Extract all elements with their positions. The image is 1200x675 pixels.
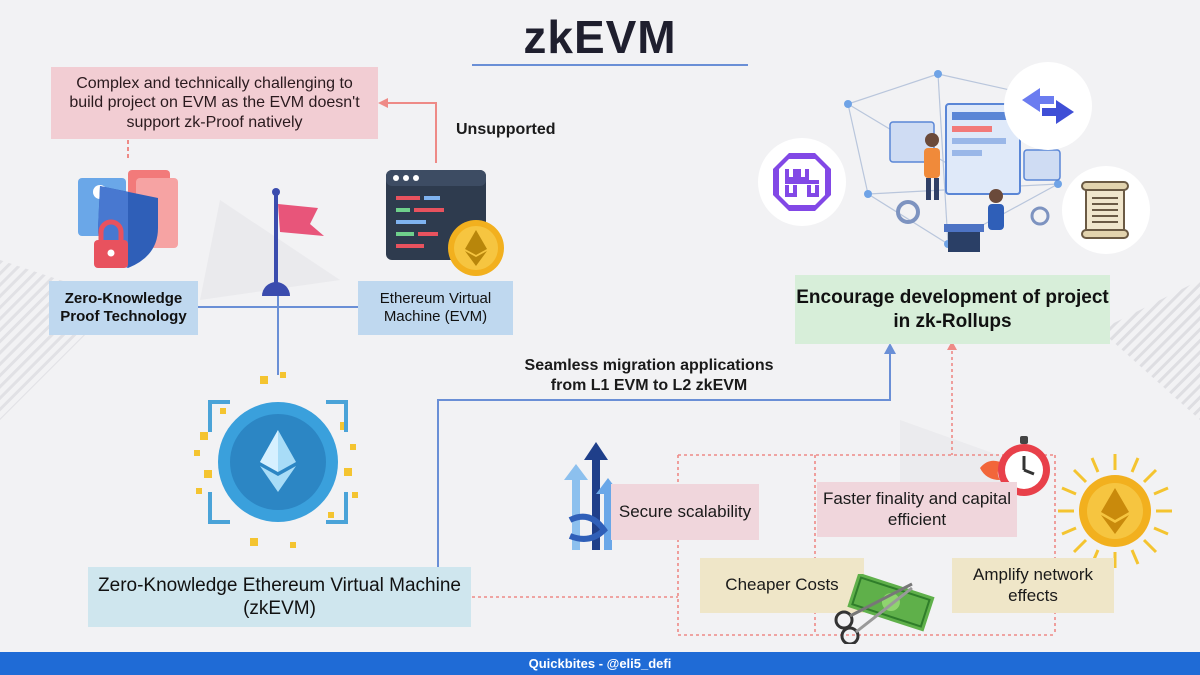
migration-label-line1: Seamless migration applications [524,357,774,374]
flag-icon [262,188,324,296]
cheaper-costs-box: Cheaper Costs [700,558,864,613]
zk-proof-technology-box: Zero-Knowledge Proof Technology [49,281,198,335]
footer-credit: Quickbites - @eli5_defi [0,652,1200,675]
money-scissors-icon [834,574,935,644]
faster-finality-box: Faster finality and capital efficient [817,482,1017,537]
unsupported-label: Unsupported [456,121,556,138]
shield-lock-icon [78,170,178,268]
title-underline [472,64,748,66]
evm-box: Ethereum Virtual Machine (EVM) [358,281,513,335]
evm-problem-box: Complex and technically challenging to b… [51,67,378,139]
protocol-logo-icon [773,153,831,211]
encourage-development-box: Encourage development of project in zk-R… [795,275,1110,344]
zkevm-box: Zero-Knowledge Ethereum Virtual Machine … [88,567,471,627]
migration-label-line2: from L1 EVM to L2 zkEVM [550,377,748,394]
ethereum-sun-icon [1058,454,1172,568]
swap-arrows-badge [1004,62,1092,150]
page-title: zkEVM [523,11,677,63]
ethereum-circuit-icon [194,372,358,548]
rising-arrows-icon [564,442,620,550]
scroll-icon [1081,181,1129,239]
secure-scalability-box: Secure scalability [611,484,759,540]
amplify-network-effects-box: Amplify network effects [952,558,1114,613]
migration-label: Seamless migration applications from L1 … [498,356,800,396]
scroll-badge [1062,166,1150,254]
code-window-ethereum-icon [386,170,504,276]
swap-arrows-icon [1022,88,1074,124]
protocol-logo-badge [758,138,846,226]
